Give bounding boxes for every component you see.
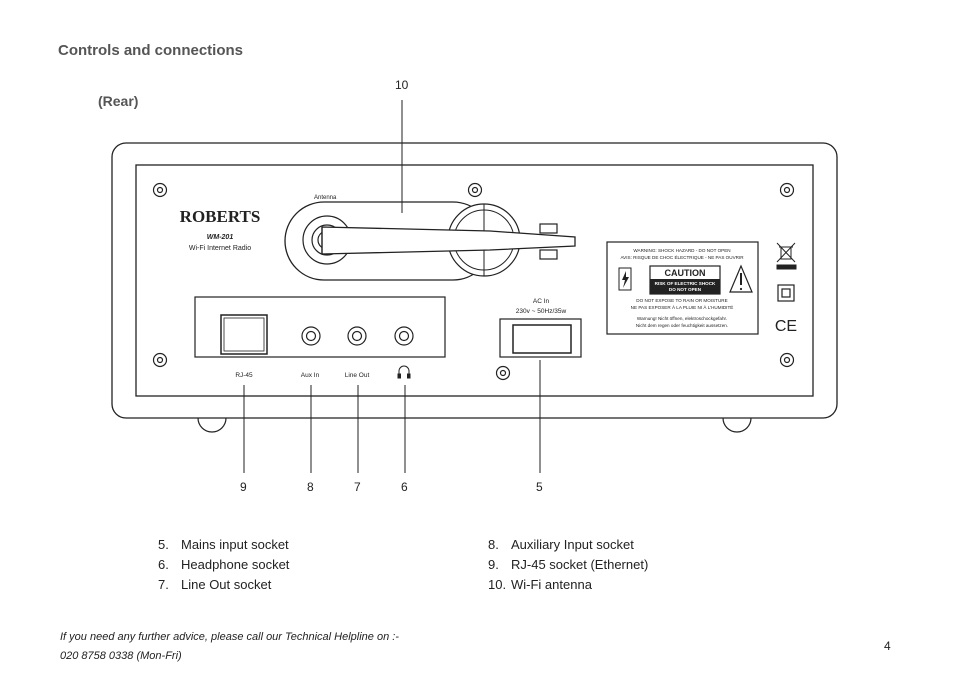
legend-item: 5.Mains input socket bbox=[158, 537, 289, 552]
brand-logo: ROBERTS bbox=[180, 207, 261, 226]
svg-text:DO NOT EXPOSE TO RAIN OR MOIST: DO NOT EXPOSE TO RAIN OR MOISTURE bbox=[636, 298, 727, 303]
mains-socket bbox=[512, 324, 572, 354]
svg-text:Nicht dem regen oder feuchtigk: Nicht dem regen oder feuchtigkeit ausset… bbox=[636, 323, 728, 328]
legend-item: 6.Headphone socket bbox=[158, 557, 290, 572]
caution-heading: CAUTION bbox=[665, 268, 706, 278]
svg-text:RISK OF ELECTRIC SHOCK: RISK OF ELECTRIC SHOCK bbox=[655, 281, 716, 286]
svg-text:Warnung! Nicht öffnen, elektro: Warnung! Nicht öffnen, elektroschockgefa… bbox=[637, 316, 727, 321]
rj45-label: RJ-45 bbox=[235, 372, 253, 379]
legend-item: 10.Wi-Fi antenna bbox=[488, 577, 592, 592]
right-foot bbox=[722, 417, 752, 433]
line-out-label: Line Out bbox=[345, 372, 370, 379]
legend-item: 8.Auxiliary Input socket bbox=[488, 537, 634, 552]
callout-9: 9 bbox=[240, 480, 247, 494]
screws bbox=[152, 182, 795, 381]
left-foot bbox=[197, 417, 227, 433]
headphone-icon bbox=[397, 365, 411, 379]
callout-5: 5 bbox=[536, 480, 543, 494]
svg-text:NE PAS EXPOSER À LA PLUIE NI À: NE PAS EXPOSER À LA PLUIE NI À L'HUMIDIT… bbox=[631, 304, 734, 310]
svg-text:WARNING: SHOCK HAZARD - DO NOT: WARNING: SHOCK HAZARD - DO NOT OPEN bbox=[633, 248, 730, 253]
callout-6: 6 bbox=[401, 480, 408, 494]
callout-8: 8 bbox=[307, 480, 314, 494]
page-number: 4 bbox=[884, 639, 891, 653]
legend-item: 9.RJ-45 socket (Ethernet) bbox=[488, 557, 649, 572]
ac-in-label: AC In bbox=[533, 298, 550, 305]
leader-lines bbox=[243, 100, 541, 473]
subsection-title: (Rear) bbox=[98, 93, 139, 109]
double-insulation-icon bbox=[777, 284, 795, 302]
exclamation-warning-icon bbox=[729, 264, 753, 293]
rj45-socket bbox=[220, 314, 268, 355]
lightning-warning-icon bbox=[618, 267, 632, 291]
legend-item: 7.Line Out socket bbox=[158, 577, 272, 592]
ce-mark-icon: CE bbox=[775, 318, 797, 335]
product-label: Wi-Fi Internet Radio bbox=[189, 245, 251, 252]
aux-in-label: Aux In bbox=[301, 372, 320, 379]
model-label: WM-201 bbox=[207, 234, 234, 241]
callout-7: 7 bbox=[354, 480, 361, 494]
ac-spec-label: 230v ~ 50Hz/35w bbox=[516, 308, 567, 315]
svg-text:DO NOT OPEN: DO NOT OPEN bbox=[669, 287, 702, 292]
svg-text:AVIS: RISQUE DE CHOC ÉLECTRIQU: AVIS: RISQUE DE CHOC ÉLECTRIQUE - NE PAS… bbox=[620, 254, 744, 260]
helpline-text: If you need any further advice, please c… bbox=[60, 631, 399, 662]
callout-10: 10 bbox=[395, 78, 409, 92]
weee-bin-icon bbox=[776, 242, 797, 270]
section-title: Controls and connections bbox=[58, 42, 244, 59]
antenna-label: Antenna bbox=[314, 195, 337, 201]
